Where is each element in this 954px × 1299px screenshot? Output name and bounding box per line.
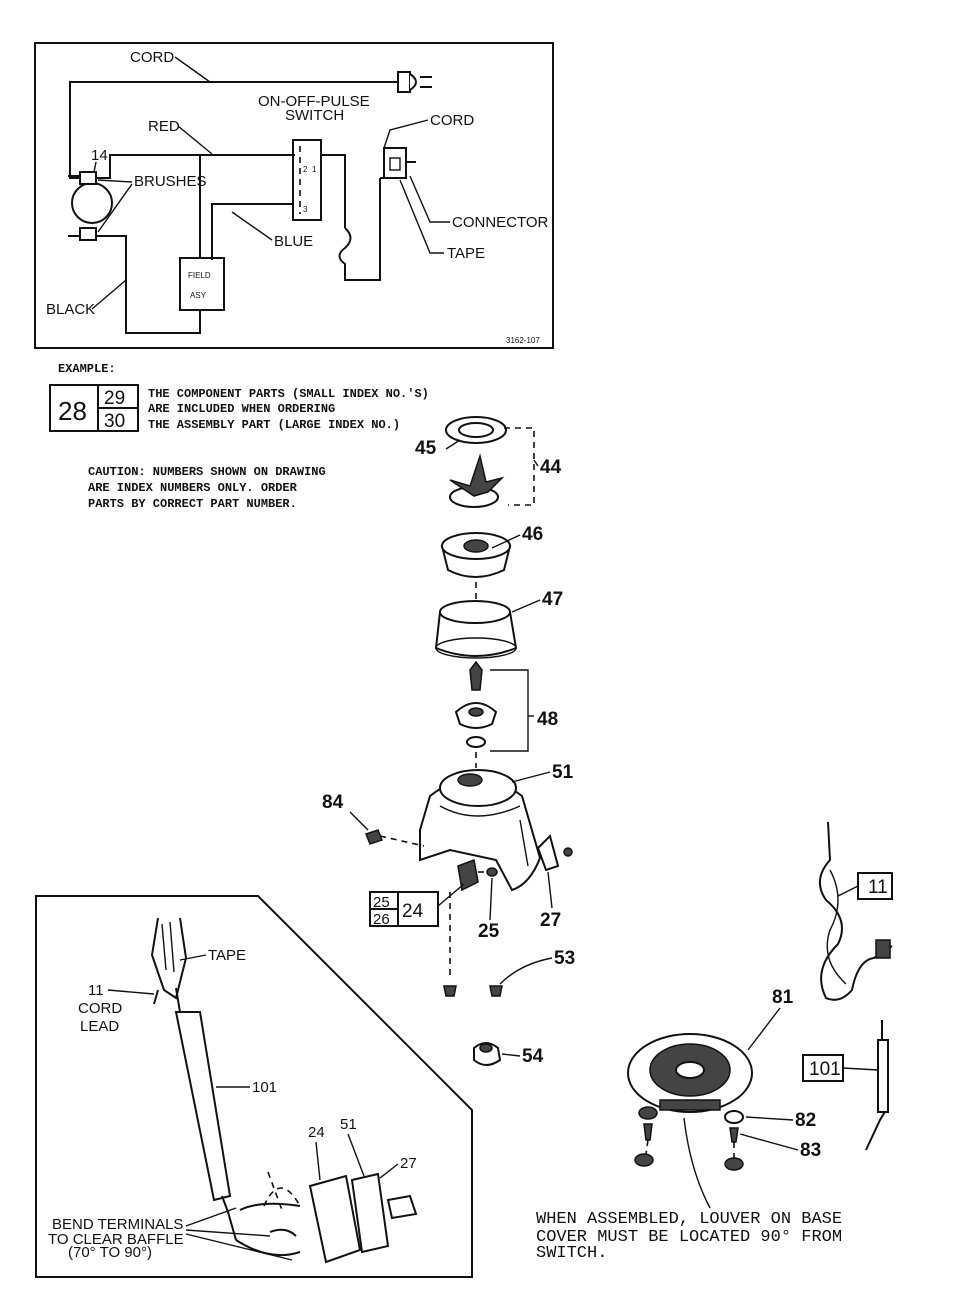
label-47: 47 <box>542 589 563 610</box>
part-25-nut <box>486 867 498 877</box>
part-46-blade-housing <box>440 532 512 578</box>
plug-icon <box>397 71 432 93</box>
inset-tape-label: TAPE <box>208 947 246 964</box>
part-44-blade <box>449 453 505 508</box>
tape-label: TAPE <box>447 245 485 262</box>
assembly-note: WHEN ASSEMBLED, LOUVER ON BASE COVER MUS… <box>536 1210 842 1263</box>
label-81: 81 <box>772 987 794 1008</box>
black-wire <box>96 235 201 334</box>
caution-line-3: PARTS BY CORRECT PART NUMBER. <box>88 497 297 511</box>
label-54: 54 <box>522 1046 544 1067</box>
inset-frame <box>35 895 473 1278</box>
inset-cord-label: CORD <box>78 1000 122 1017</box>
switch-title-2: SWITCH <box>285 107 344 124</box>
on-off-pulse-switch-icon: 2 1 3 <box>292 139 322 221</box>
cord-top-label: CORD <box>130 49 174 66</box>
example-line-3: THE ASSEMBLY PART (LARGE INDEX NO.) <box>148 418 400 432</box>
drawing-number: 3162-107 <box>506 336 540 345</box>
cord-wire <box>69 81 398 179</box>
red-wire <box>96 154 295 179</box>
part-45-seal-ring <box>445 416 507 444</box>
bracket-48 <box>490 669 529 752</box>
part-81-base-cover <box>627 1033 753 1113</box>
label-45: 45 <box>415 438 437 459</box>
black-label: BLACK <box>46 301 95 318</box>
part-47-cup <box>434 600 518 659</box>
inset-11-label: 11 <box>88 982 104 999</box>
note-line-2: COVER MUST BE LOCATED 90° FROM <box>536 1228 842 1247</box>
switch-wire <box>321 154 346 228</box>
switch-terminal-1: 1 <box>312 165 317 174</box>
part-53-feet <box>443 985 503 997</box>
fuse-wire <box>338 178 381 281</box>
motor-brushes-icon <box>68 171 113 241</box>
box-label-24: 24 <box>402 901 424 922</box>
switch-terminal-3: 3 <box>303 205 308 214</box>
asy-label: ASY <box>190 291 207 300</box>
exploded-view: 45 44 46 47 <box>322 416 575 1067</box>
inset-bend-line-3: (70° TO 90°) <box>68 1244 152 1261</box>
caution-line-1: CAUTION: NUMBERS SHOWN ON DRAWING <box>88 465 326 479</box>
field-label: FIELD <box>188 271 211 280</box>
inset-detail: TAPE 11 CORD LEAD 101 24 51 27 BEND TERM… <box>35 895 473 1278</box>
blue-label: BLUE <box>274 233 313 250</box>
box-label-11: 11 <box>868 877 888 898</box>
wiring-frame <box>34 42 554 349</box>
label-51: 51 <box>552 762 574 783</box>
part-27-plate <box>536 834 573 872</box>
brushes-label: BRUSHES <box>134 173 207 190</box>
label-53: 53 <box>554 948 575 969</box>
inset-lead-label: LEAD <box>80 1018 119 1035</box>
part-101-lead: 101 <box>802 1020 889 1151</box>
label-82: 82 <box>795 1110 816 1131</box>
switch-title-1: ON-OFF-PULSE <box>258 93 370 110</box>
part-82-83-feet <box>634 1106 744 1171</box>
connector-icon <box>380 147 416 179</box>
inset-27-label: 27 <box>400 1155 417 1172</box>
num-14-label: 14 <box>91 147 108 164</box>
inset-bend-line-1: BEND TERMINALS <box>52 1216 183 1233</box>
example-small-top: 29 <box>104 388 125 409</box>
label-46: 46 <box>522 524 543 545</box>
inset-51-label: 51 <box>340 1116 357 1133</box>
red-label: RED <box>148 118 180 135</box>
note-line-1: WHEN ASSEMBLED, LOUVER ON BASE <box>536 1210 842 1229</box>
part-48-coupler-group <box>454 660 498 748</box>
wiring-diagram: 2 1 3 FIELD ASY CORD ON-OFF-PULSE SWITCH… <box>34 42 554 349</box>
part-51-motor-housing <box>419 769 542 892</box>
inset-bend-line-2: TO CLEAR BAFFLE <box>48 1231 184 1248</box>
inset-101-label: 101 <box>252 1079 277 1096</box>
label-25: 25 <box>478 921 500 942</box>
bracket-44 <box>504 427 535 506</box>
example-block: EXAMPLE: 28 29 30 THE COMPONENT PARTS (S… <box>49 362 429 432</box>
example-big-index: 28 <box>58 396 87 426</box>
switch-terminal-2: 2 <box>303 165 308 174</box>
box-label-26: 26 <box>373 911 390 928</box>
box-label-101: 101 <box>809 1059 841 1080</box>
blue-wire <box>211 203 293 260</box>
connector-label: CONNECTOR <box>452 214 549 231</box>
example-title: EXAMPLE: <box>58 362 116 376</box>
example-line-1: THE COMPONENT PARTS (SMALL INDEX NO.'S) <box>148 387 429 401</box>
example-small-bottom: 30 <box>104 411 125 432</box>
caution-line-2: ARE INDEX NUMBERS ONLY. ORDER <box>88 481 298 495</box>
part-11-cord: 11 <box>819 821 893 1001</box>
example-line-2: ARE INCLUDED WHEN ORDERING <box>148 402 335 416</box>
note-line-3: SWITCH. <box>536 1244 607 1263</box>
field-assembly <box>179 257 225 311</box>
cord-right-label: CORD <box>430 112 474 129</box>
label-84: 84 <box>322 792 344 813</box>
label-83: 83 <box>800 1140 821 1161</box>
label-27: 27 <box>540 910 561 931</box>
part-84-screw <box>365 829 383 845</box>
label-44: 44 <box>540 457 562 478</box>
caution-block: CAUTION: NUMBERS SHOWN ON DRAWING ARE IN… <box>88 465 326 511</box>
box-label-25: 25 <box>373 894 390 911</box>
inset-24-label: 24 <box>308 1124 325 1141</box>
part-24-switch <box>457 858 479 892</box>
index-box-24: 25 26 24 <box>369 891 439 928</box>
part-54-knob <box>473 1042 502 1066</box>
label-48: 48 <box>537 709 558 730</box>
